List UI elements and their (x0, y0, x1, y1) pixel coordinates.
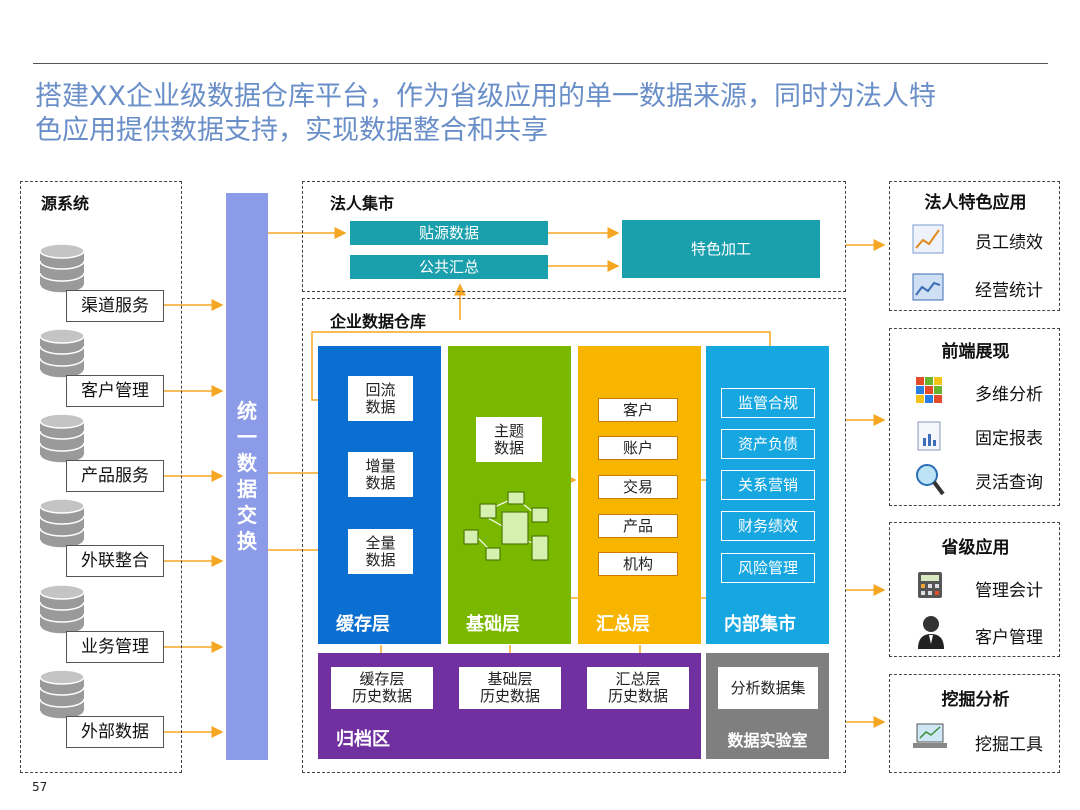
app-mining-tool: 挖掘工具 (975, 735, 1043, 755)
source-item-label: 外联整合 (66, 545, 164, 577)
exchange-char: 一 (237, 425, 257, 449)
performance-chart-icon (912, 224, 944, 254)
base-layer-name: 基础层 (466, 614, 520, 635)
frontend-apps-panel: 前端展现 (889, 328, 1060, 506)
cache-layer-name: 缓存层 (336, 614, 390, 635)
internal-mart-item: 资产负债 (721, 429, 815, 459)
entity-model-icon (463, 491, 549, 561)
mart-header: 法人集市 (330, 194, 395, 213)
backflow-data-box: 回流 数据 (348, 376, 413, 421)
exchange-char: 交 (237, 503, 257, 527)
app-operation-statistics: 经营统计 (975, 281, 1043, 301)
internal-mart-name: 内部集市 (724, 614, 796, 635)
corp-apps-header: 法人特色应用 (924, 193, 1027, 213)
top-rule (33, 63, 1048, 64)
summary-item: 机构 (598, 552, 678, 576)
source-item-label: 客户管理 (66, 375, 164, 407)
exchange-char: 统 (237, 399, 257, 423)
public-summary-box: 公共汇总 (350, 255, 548, 279)
province-apps-header: 省级应用 (941, 538, 1010, 558)
source-system-header: 源系统 (41, 194, 90, 213)
source-item-label: 产品服务 (66, 460, 164, 492)
page-title: 搭建XX企业级数据仓库平台，作为省级应用的单一数据来源，同时为法人特 色应用提供… (35, 80, 1045, 148)
mining-panel: 挖掘分析 (889, 674, 1060, 773)
magnifier-icon (916, 464, 945, 496)
mart-panel: 法人集市 (302, 181, 846, 292)
source-item-label: 业务管理 (66, 631, 164, 663)
internal-mart-item: 监管合规 (721, 388, 815, 418)
summary-item: 账户 (598, 436, 678, 460)
app-employee-performance: 员工绩效 (975, 233, 1043, 253)
app-fixed-report: 固定报表 (975, 429, 1043, 449)
report-icon (917, 421, 941, 451)
exchange-char: 据 (237, 477, 257, 501)
database-icon (38, 413, 86, 465)
calculator-icon (918, 572, 942, 598)
internal-mart-item: 风险管理 (721, 553, 815, 583)
cube-icon (916, 377, 942, 403)
province-apps-panel: 省级应用 (889, 522, 1060, 657)
database-icon (38, 669, 86, 721)
summary-item: 客户 (598, 398, 678, 422)
database-icon (38, 328, 86, 380)
app-multidim-analysis: 多维分析 (975, 385, 1043, 405)
database-icon (38, 243, 86, 295)
warehouse-header: 企业数据仓库 (330, 312, 427, 331)
data-exchange-label: 统一数据交换 (226, 398, 268, 554)
source-item-label: 外部数据 (66, 716, 164, 748)
internal-mart-item: 关系营销 (721, 470, 815, 500)
archive-zone-name: 归档区 (336, 729, 390, 750)
exchange-char: 换 (237, 529, 257, 553)
summary-item: 交易 (598, 475, 678, 499)
corp-apps-panel: 法人特色应用 (889, 181, 1060, 311)
frontend-apps-header: 前端展现 (941, 342, 1010, 362)
cache-history-box: 缓存层 历史数据 (331, 667, 433, 709)
special-processing-box: 特色加工 (622, 220, 820, 278)
laptop-icon (913, 723, 947, 748)
database-icon (38, 498, 86, 550)
internal-mart-item: 财务绩效 (721, 511, 815, 541)
app-management-accounting: 管理会计 (975, 581, 1043, 601)
incremental-data-box: 增量 数据 (348, 452, 413, 497)
title-line-2: 色应用提供数据支持，实现数据整合和共享 (35, 115, 548, 146)
analysis-dataset-box: 分析数据集 (718, 667, 818, 709)
page-number: 57 (32, 780, 48, 794)
data-exchange-bar: 统一数据交换 (226, 193, 268, 760)
mining-header: 挖掘分析 (941, 690, 1010, 710)
data-lab-name: 数据实验室 (727, 731, 808, 750)
title-line-1: 搭建XX企业级数据仓库平台，作为省级应用的单一数据来源，同时为法人特 (35, 81, 936, 112)
topic-data-box: 主题 数据 (476, 417, 542, 462)
source-data-box: 贴源数据 (350, 221, 548, 245)
summary-history-box: 汇总层 历史数据 (587, 667, 689, 709)
warehouse-panel: 企业数据仓库 (302, 298, 846, 773)
exchange-char: 数 (237, 451, 257, 475)
summary-item: 产品 (598, 514, 678, 538)
database-icon (38, 584, 86, 636)
statistics-chart-icon (912, 273, 944, 301)
base-history-box: 基础层 历史数据 (459, 667, 561, 709)
source-item-label: 渠道服务 (66, 290, 164, 322)
app-flexible-query: 灵活查询 (975, 473, 1043, 493)
app-customer-management: 客户管理 (975, 628, 1043, 648)
summary-layer-name: 汇总层 (596, 614, 650, 635)
internal-mart-layer: 内部集市 (706, 346, 829, 644)
person-icon (918, 616, 944, 649)
source-system-panel: 源系统 (20, 181, 182, 773)
full-data-box: 全量 数据 (348, 529, 413, 574)
